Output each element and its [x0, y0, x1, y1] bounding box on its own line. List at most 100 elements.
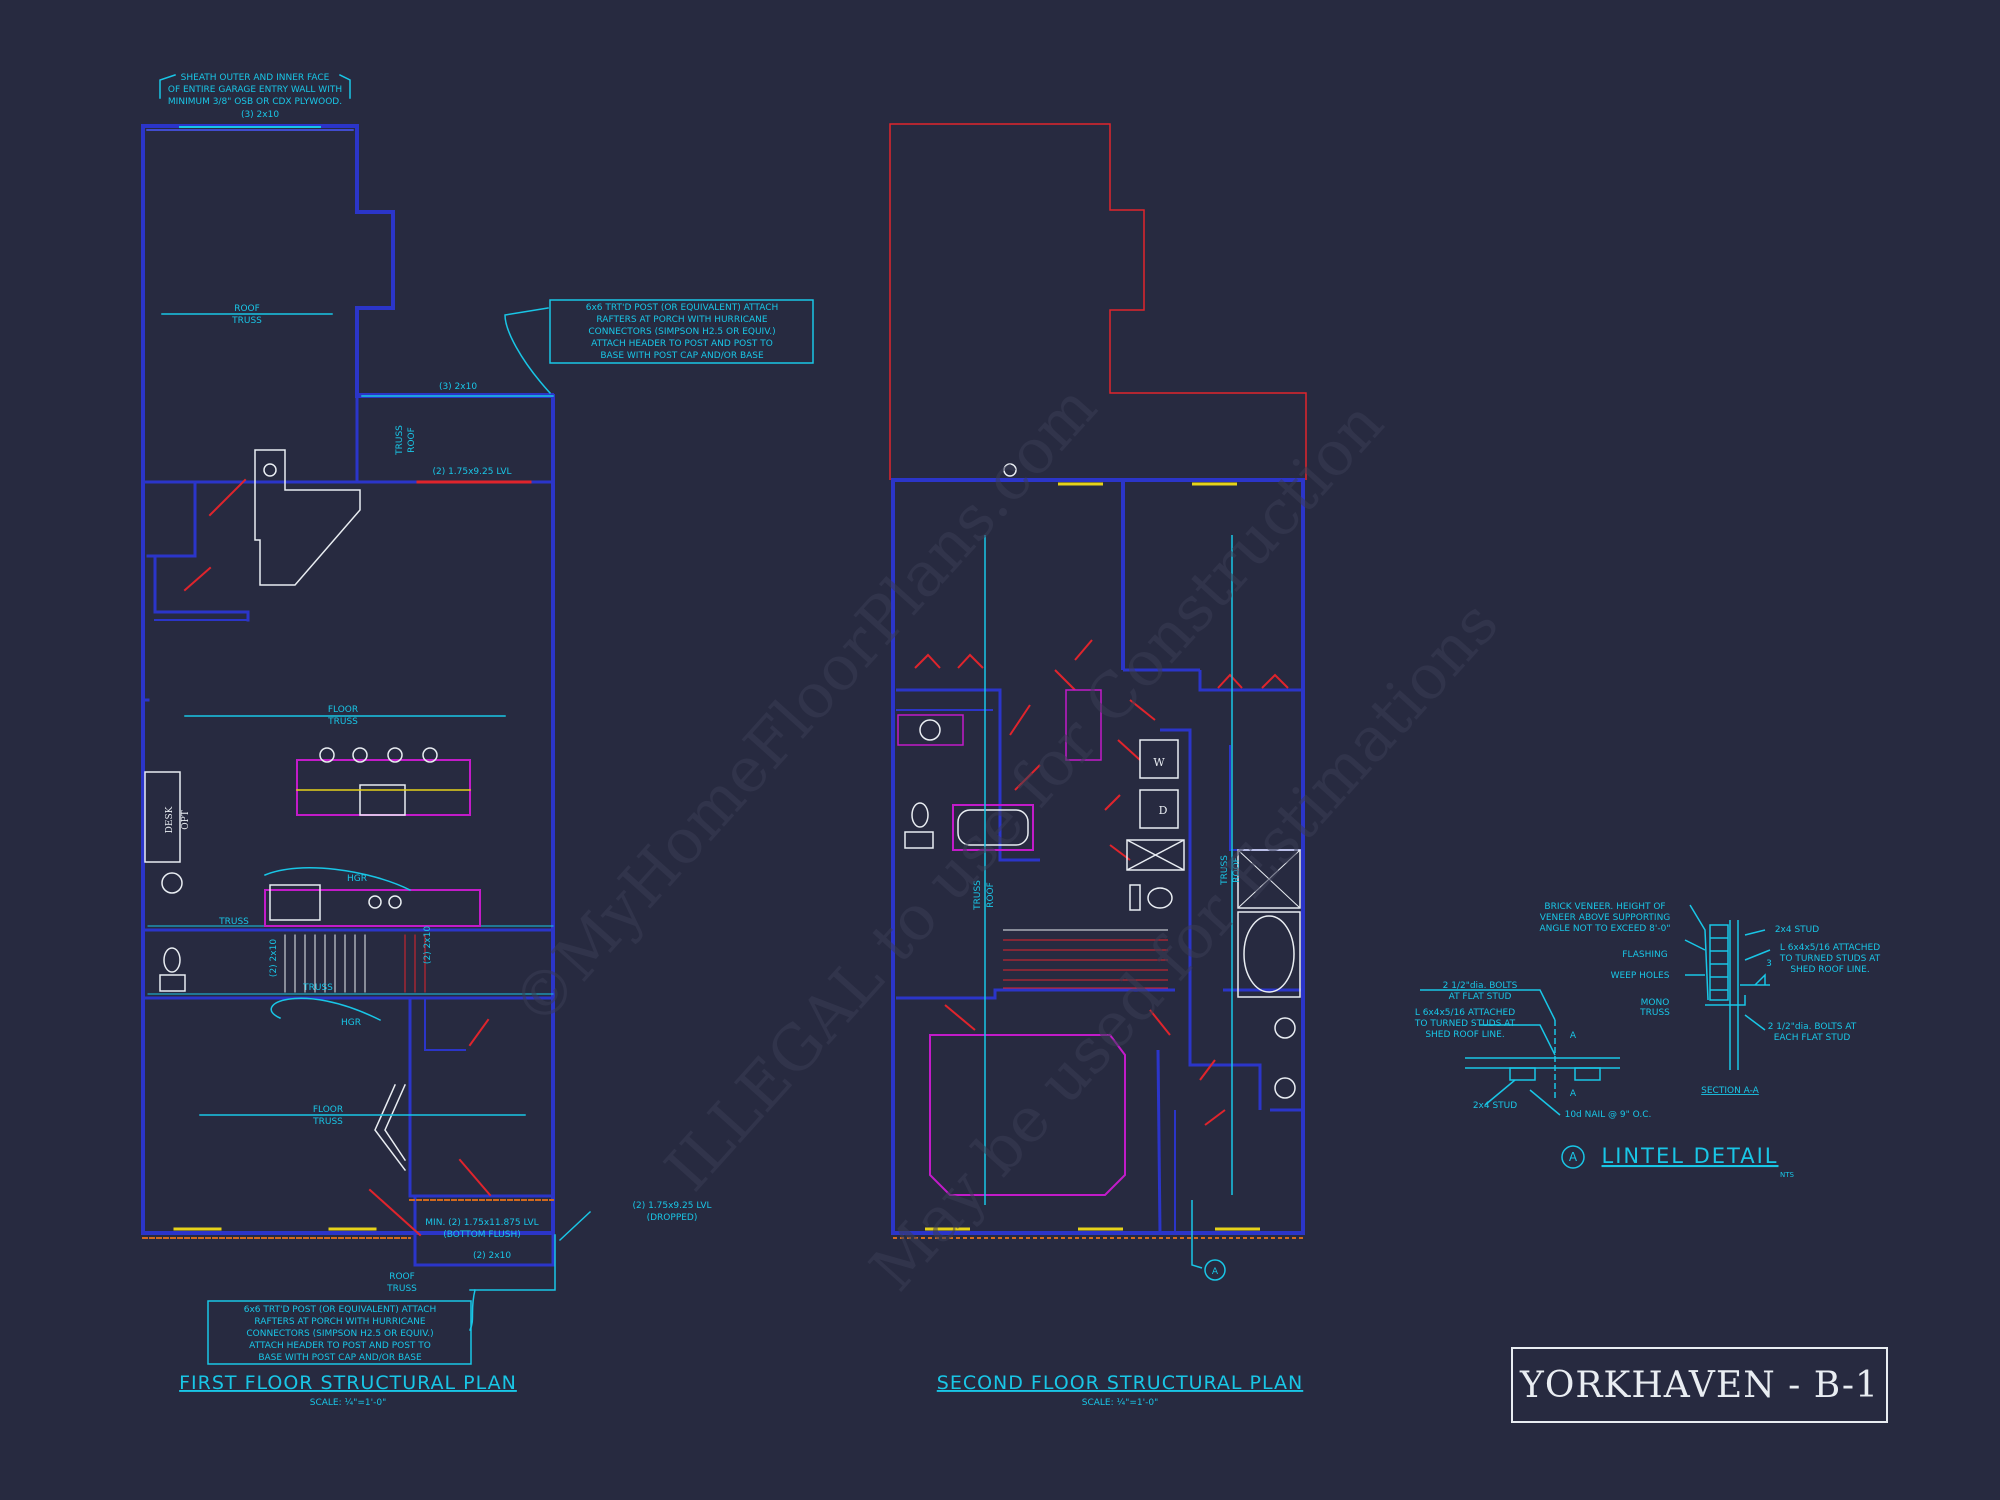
post-note-3: CONNECTORS (SIMPSON H2.5 OR EQUIV.) — [588, 327, 775, 337]
post2-note-5: BASE WITH POST CAP AND/OR BASE — [258, 1353, 422, 1363]
first-floor-hatch — [142, 1199, 554, 1239]
truss-roof-label-c: TRUSS — [973, 880, 983, 911]
sheath-note-3: MINIMUM 3/8" OSB OR CDX PLYWOOD. — [168, 97, 342, 107]
second-floor-plan — [889, 123, 1307, 1281]
first-floor-scale: SCALE: ¼"=1'-0" — [310, 1398, 386, 1408]
first-floor-plan — [141, 73, 814, 1365]
sheath-note-1: SHEATH OUTER AND INNER FACE — [181, 73, 330, 83]
bolts-right-note-2: EACH FLAT STUD — [1774, 1033, 1851, 1043]
post-note-4: ATTACH HEADER TO POST AND POST TO — [591, 339, 773, 349]
lvl-mid-label: (2) 1.75x9.25 LVL — [432, 467, 511, 477]
bolts-left-note-2: AT FLAT STUD — [1449, 992, 1512, 1002]
second-floor-doors — [914, 639, 1289, 1126]
first-floor-walls — [141, 124, 555, 1267]
stud-left-label: 2x4 STUD — [1473, 1101, 1517, 1111]
plan-name: YORKHAVEN - B-1 — [1520, 1364, 1879, 1406]
lvl-porch-label: MIN. (2) 1.75x11.875 LVL — [425, 1218, 538, 1228]
post-note-box-bottom — [207, 1300, 472, 1365]
truss-roof-label-d: ROOF — [986, 882, 996, 908]
header-top-label: (3) 2x10 — [241, 110, 279, 120]
lintel-detail-title: LINTEL DETAIL — [1602, 1144, 1779, 1168]
bolts-right-note-1: 2 1/2"dia. BOLTS AT — [1768, 1022, 1857, 1032]
roof-truss-label-c: ROOF — [389, 1272, 415, 1282]
second-floor-walls — [891, 478, 1305, 1235]
truss-left-label: TRUSS — [218, 917, 249, 927]
hgr-top-label: HGR — [347, 874, 367, 884]
stair-2x10-label-a: (2) 2x10 — [269, 939, 279, 977]
second-floor-stairs — [1003, 929, 1168, 989]
header-porch-label: (2) 2x10 — [473, 1251, 511, 1261]
flashing-label: FLASHING — [1622, 950, 1667, 960]
second-floor-windows — [925, 482, 1260, 1231]
first-floor-title: FIRST FLOOR STRUCTURAL PLAN — [179, 1372, 517, 1394]
second-floor-labels: W D TRUSS ROOF TRUSS ROOF A SECOND FLOOR… — [937, 756, 1303, 1408]
title-block: YORKHAVEN - B-1 — [1511, 1347, 1888, 1423]
hgr-bottom-label: HGR — [341, 1018, 361, 1028]
nail-label: 10d NAIL @ 9" O.C. — [1565, 1110, 1652, 1120]
section-cut-a-bottom: A — [1570, 1089, 1577, 1099]
section-mark-label: A — [1212, 1267, 1219, 1277]
stair-2x10-label-b: (2) 2x10 — [423, 926, 433, 964]
first-floor-doors — [183, 478, 532, 1237]
truss-roof-label-a: TRUSS — [395, 425, 405, 456]
second-floor-fixtures — [897, 463, 1301, 1196]
floor-truss-label-a: FLOOR — [328, 705, 358, 715]
mono-truss-label-b: TRUSS — [1639, 1008, 1670, 1018]
desk-label: DESK — [165, 806, 175, 833]
lvl-dropped-label-a: (2) 1.75x9.25 LVL — [632, 1201, 711, 1211]
floor-truss-label-b: TRUSS — [327, 717, 358, 727]
first-floor-labels: SHEATH OUTER AND INNER FACE OF ENTIRE GA… — [165, 73, 778, 1408]
brick-note-2: VENEER ABOVE SUPPORTING — [1540, 913, 1671, 923]
first-floor-annotation-lines — [159, 73, 592, 1332]
post2-note-2: RAFTERS AT PORCH WITH HURRICANE — [254, 1317, 425, 1327]
brick-note-1: BRICK VENEER. HEIGHT OF — [1544, 902, 1665, 912]
post2-note-1: 6x6 TRT'D POST (OR EQUIVALENT) ATTACH — [244, 1305, 437, 1315]
post-note-box-top — [549, 299, 814, 364]
floor-truss-label-d: TRUSS — [312, 1117, 343, 1127]
truss-roof-label-e: TRUSS — [1220, 855, 1230, 886]
angle-right-note-1: L 6x4x5/16 ATTACHED — [1780, 943, 1880, 953]
post-note-2: RAFTERS AT PORCH WITH HURRICANE — [596, 315, 767, 325]
angle-left-note-3: SHED ROOF LINE. — [1425, 1030, 1504, 1040]
first-floor-windows — [173, 126, 377, 1231]
angle-right-note-3: SHED ROOF LINE. — [1790, 965, 1869, 975]
lvl-dropped-label-b: (DROPPED) — [647, 1213, 698, 1223]
stud-right-label: 2x4 STUD — [1775, 925, 1819, 935]
second-floor-scale: SCALE: ¼"=1'-0" — [1082, 1398, 1158, 1408]
section-cut-a-top: A — [1570, 1031, 1577, 1041]
section-aa-label: SECTION A-A — [1701, 1086, 1760, 1096]
first-floor-stairs — [284, 934, 426, 993]
truss-stair-label: TRUSS — [302, 983, 333, 993]
dryer-label: D — [1159, 804, 1168, 817]
floor-truss-label-c: FLOOR — [313, 1105, 343, 1115]
opt-label: OPT — [181, 810, 191, 829]
post-note-1: 6x6 TRT'D POST (OR EQUIVALENT) ATTACH — [586, 303, 779, 313]
lintel-detail-labels: BRICK VENEER. HEIGHT OF VENEER ABOVE SUP… — [1414, 902, 1881, 1179]
angle-left-note-1: L 6x4x5/16 ATTACHED — [1415, 1008, 1515, 1018]
nts-label: NTS — [1780, 1171, 1795, 1179]
post2-note-4: ATTACH HEADER TO POST AND POST TO — [249, 1341, 431, 1351]
first-floor-fixtures — [254, 449, 407, 1172]
brick-note-3: ANGLE NOT TO EXCEED 8'-0" — [1539, 924, 1670, 934]
lintel-detail — [1420, 904, 1771, 1169]
bottom-flush-label: (BOTTOM FLUSH) — [443, 1230, 520, 1240]
detail-marker: A — [1569, 1150, 1578, 1164]
pitch-label: 3 — [1766, 959, 1772, 969]
roof-outline — [889, 123, 1307, 480]
weep-holes-label: WEEP HOLES — [1611, 971, 1670, 981]
second-floor-title: SECOND FLOOR STRUCTURAL PLAN — [937, 1372, 1303, 1394]
bolts-left-note-1: 2 1/2"dia. BOLTS — [1443, 981, 1518, 991]
angle-right-note-2: TO TURNED STUDS AT — [1779, 954, 1881, 964]
roof-truss-label-a: ROOF — [234, 304, 260, 314]
roof-truss-label-d: TRUSS — [386, 1284, 417, 1294]
mono-truss-label-a: MONO — [1641, 998, 1670, 1008]
second-floor-annotation-lines — [984, 535, 1233, 1281]
truss-roof-label-f: ROOF — [1232, 857, 1242, 883]
truss-roof-label-b: ROOF — [407, 427, 417, 453]
post-note-5: BASE WITH POST CAP AND/OR BASE — [600, 351, 764, 361]
sheath-note-2: OF ENTIRE GARAGE ENTRY WALL WITH — [168, 85, 342, 95]
kitchen-island — [144, 747, 481, 992]
roof-truss-label-b: TRUSS — [231, 316, 262, 326]
washer-label: W — [1153, 756, 1165, 769]
